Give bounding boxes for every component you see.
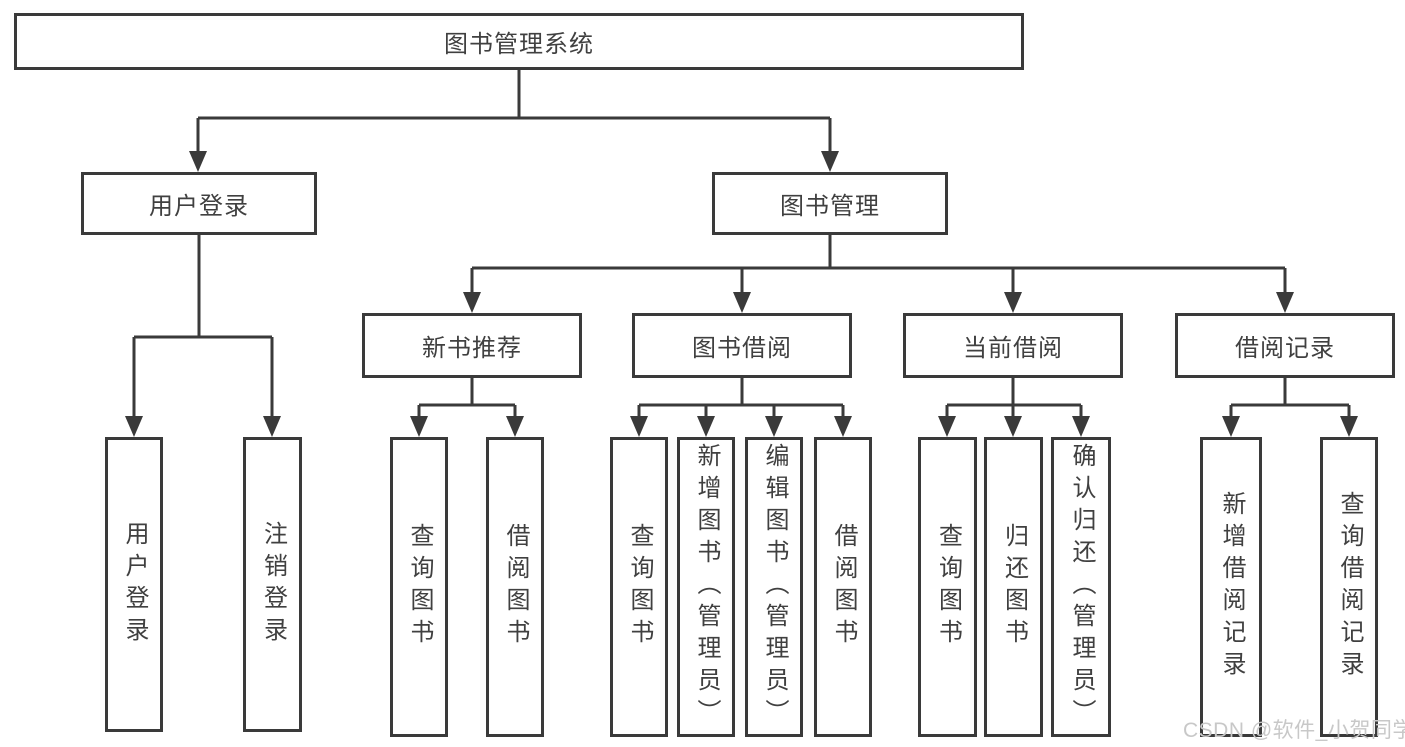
node-leaf-add-books-admin: 新增图书（管理员）	[677, 437, 735, 737]
node-label: 借阅图书	[830, 523, 857, 651]
node-leaf-logout: 注销登录	[243, 437, 302, 732]
arrow-down-icon	[1004, 416, 1022, 437]
arrow-down-icon	[733, 292, 751, 313]
arrow-down-icon	[697, 416, 715, 437]
arrow-down-icon	[410, 416, 428, 437]
arrow-down-icon	[506, 416, 524, 437]
node-label: 图书借阅	[692, 335, 792, 362]
node-label: 确认归还（管理员）	[1068, 443, 1095, 731]
node-current-borrow: 当前借阅	[903, 313, 1123, 378]
node-label: 新书推荐	[422, 335, 522, 362]
connector-book-management-children	[470, 235, 1287, 293]
arrow-down-icon	[189, 151, 207, 172]
arrow-down-icon	[834, 416, 852, 437]
node-leaf-borrow-books: 借阅图书	[486, 437, 544, 737]
node-label: 新增借阅记录	[1218, 491, 1245, 683]
node-new-book-recommend: 新书推荐	[362, 313, 582, 378]
node-label: 借阅记录	[1235, 335, 1335, 362]
arrow-down-icon	[1222, 416, 1240, 437]
node-label: 查询图书	[626, 523, 653, 651]
node-library-management-system: 图书管理系统	[14, 13, 1024, 70]
arrow-down-icon	[938, 416, 956, 437]
watermark: CSDN @软件_小贺同学	[1183, 719, 1405, 742]
node-label: 查询借阅记录	[1336, 491, 1363, 683]
arrow-down-icon	[821, 151, 839, 172]
arrow-down-icon	[1340, 416, 1358, 437]
node-label: 归还图书	[1000, 523, 1028, 651]
arrow-down-icon	[1072, 416, 1090, 437]
node-leaf-query-borrow-record: 查询借阅记录	[1320, 437, 1378, 737]
node-leaf-edit-books-admin: 编辑图书（管理员）	[745, 437, 803, 737]
node-user-login: 用户登录	[81, 172, 317, 235]
connector-current-borrow-children	[945, 378, 1083, 417]
node-label: 查询图书	[406, 523, 433, 651]
node-label: 图书管理系统	[444, 31, 594, 58]
node-leaf-return-books: 归还图书	[984, 437, 1043, 737]
node-book-management: 图书管理	[712, 172, 948, 235]
arrow-down-icon	[125, 416, 143, 437]
connector-book-borrow-children	[637, 378, 845, 417]
arrow-down-icon	[1004, 292, 1022, 313]
connector-user-login-children	[132, 235, 274, 417]
node-leaf-add-borrow-record: 新增借阅记录	[1200, 437, 1262, 737]
arrow-down-icon	[630, 416, 648, 437]
node-label: 注销登录	[259, 520, 287, 649]
connector-root-to-level2	[196, 70, 832, 152]
node-leaf-query-books-3: 查询图书	[918, 437, 977, 737]
node-label: 新增图书（管理员）	[693, 443, 720, 731]
node-leaf-confirm-return-admin: 确认归还（管理员）	[1051, 437, 1111, 737]
arrow-down-icon	[463, 292, 481, 313]
node-label: 编辑图书（管理员）	[761, 443, 788, 731]
node-label: 用户登录	[121, 520, 148, 649]
node-leaf-query-books: 查询图书	[390, 437, 448, 737]
node-label: 查询图书	[934, 523, 962, 651]
arrow-down-icon	[263, 416, 281, 437]
node-label: 借阅图书	[502, 523, 529, 651]
node-leaf-user-login: 用户登录	[105, 437, 163, 732]
arrow-down-icon	[1276, 292, 1294, 313]
node-leaf-query-books-2: 查询图书	[610, 437, 668, 737]
connector-new-book-children	[417, 378, 517, 417]
node-label: 当前借阅	[963, 335, 1063, 362]
node-borrow-records: 借阅记录	[1175, 313, 1395, 378]
node-label: 图书管理	[780, 193, 880, 220]
node-leaf-borrow-books-2: 借阅图书	[814, 437, 872, 737]
connector-borrow-records-children	[1229, 378, 1351, 417]
node-book-borrow: 图书借阅	[632, 313, 852, 378]
arrow-down-icon	[765, 416, 783, 437]
node-label: 用户登录	[149, 193, 249, 220]
